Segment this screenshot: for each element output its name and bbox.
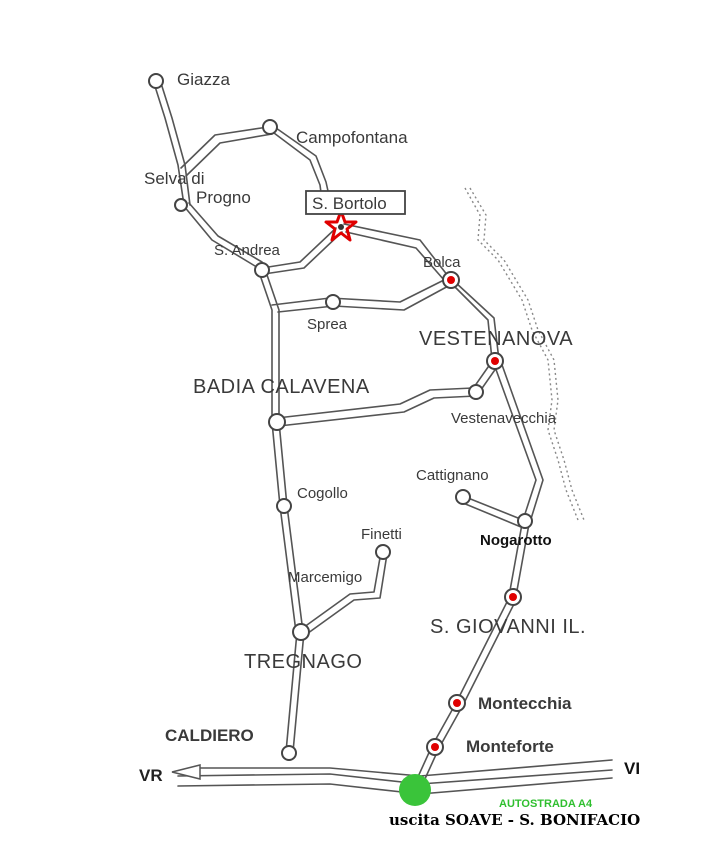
label-cattignano: Cattignano [416, 467, 489, 484]
label-autostrada: AUTOSTRADA A4 [499, 798, 593, 810]
label-sbortolo: S. Bortolo [312, 194, 387, 213]
red-marker-nodes [426, 271, 522, 756]
node-finetti [375, 544, 391, 560]
label-badia: BADIA CALAVENA [193, 376, 370, 398]
label-campofontana: Campofontana [296, 128, 408, 147]
label-giazza: Giazza [177, 70, 230, 89]
marker-vestenanova [486, 352, 504, 370]
node-tregnago [292, 623, 310, 641]
label-montecchia: Montecchia [478, 694, 572, 713]
exit-dot-icon [399, 774, 431, 806]
node-vestenavecchia [468, 384, 484, 400]
label-sandrea: S. Andrea [214, 242, 281, 259]
node-cogollo [276, 498, 292, 514]
node-campofontana [262, 119, 278, 135]
label-caldiero: CALDIERO [165, 726, 254, 745]
label-vi: VI [624, 759, 640, 778]
label-sgiovanni: S. GIOVANNI IL. [430, 616, 586, 638]
label-cogollo: Cogollo [297, 485, 348, 502]
label-progno: Progno [196, 188, 251, 207]
road-network [152, 79, 613, 795]
node-selva [174, 198, 188, 212]
place-labels: Giazza Campofontana Selva di Progno S. B… [144, 70, 586, 756]
marker-bolca [442, 271, 460, 289]
arrow-left-icon [171, 764, 201, 780]
star-icon [324, 209, 358, 242]
node-cattignano [455, 489, 471, 505]
province-border [464, 187, 585, 521]
label-vr: VR [139, 766, 163, 785]
label-exit: uscita SOAVE - S. BONIFACIO [389, 811, 640, 829]
town-nodes [148, 73, 533, 761]
node-sprea [325, 294, 341, 310]
marker-monteforte [426, 738, 444, 756]
label-nogarotto: Nogarotto [480, 532, 552, 549]
label-marcemigo: Marcemigo [288, 569, 362, 586]
label-vestenanova: VESTENANOVA [419, 328, 573, 350]
node-nogarotto [517, 513, 533, 529]
label-monteforte: Monteforte [466, 737, 554, 756]
marker-montecchia [448, 694, 466, 712]
node-sandrea [254, 262, 270, 278]
node-badia [268, 413, 286, 431]
label-vestenavecchia: Vestenavecchia [451, 410, 557, 427]
sbortolo-box [305, 190, 406, 215]
label-selva: Selva di [144, 169, 204, 188]
label-tregnago: TREGNAGO [244, 651, 362, 673]
marker-sgiovanni [504, 588, 522, 606]
label-bolca: Bolca [423, 254, 461, 271]
node-giazza [148, 73, 164, 89]
label-sprea: Sprea [307, 316, 348, 333]
highway-labels: VR VI AUTOSTRADA A4 uscita SOAVE - S. BO… [139, 759, 640, 829]
label-finetti: Finetti [361, 526, 402, 543]
node-caldiero [281, 745, 297, 761]
